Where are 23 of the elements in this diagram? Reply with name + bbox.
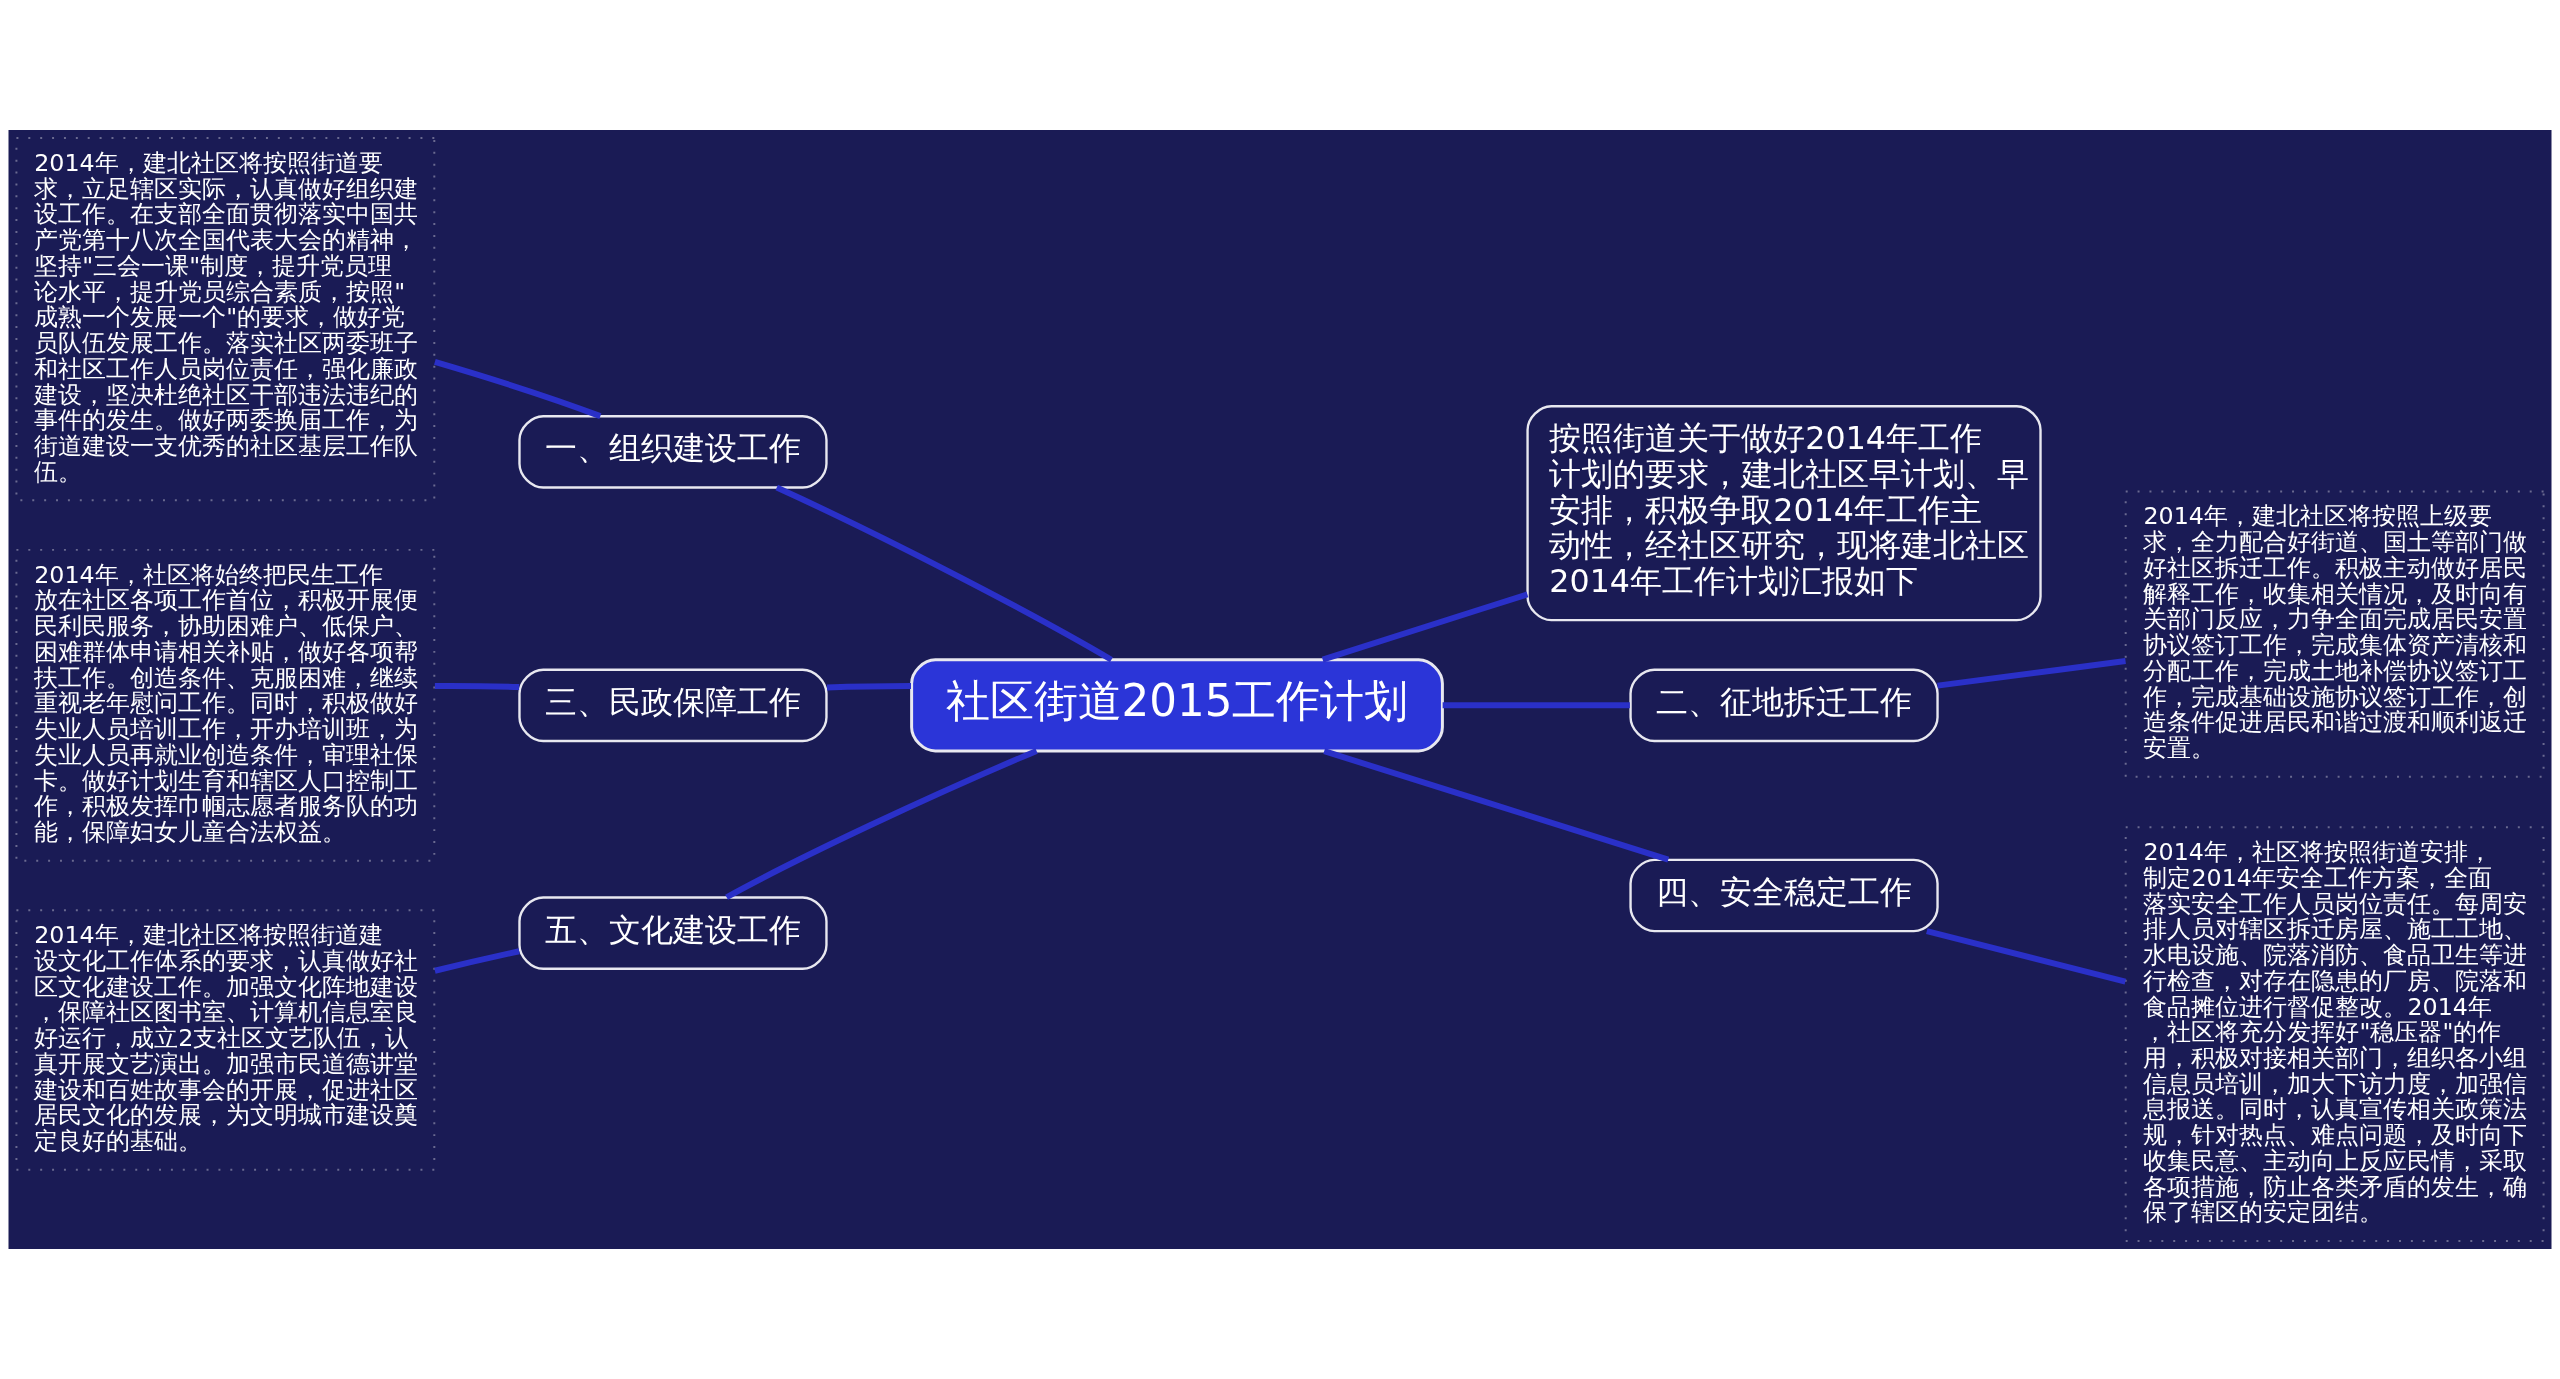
node-box: 四、安全稳定工作	[1629, 858, 1939, 933]
connector	[1323, 748, 1670, 863]
connector	[1937, 658, 2126, 689]
connector	[434, 948, 520, 974]
node-box: 2014年，建北社区将按照上级要求，全力配合好街道、国土等部门做好社区拆迁工作。积极主动做好居民解释工作，收集相关情况，及时向有关部门反应，力争全面完成居民安置协议签订工作，完成集体资产清核和分配工作，完成土地补偿协议签订工作，完成基础设施协议签订工作，创造条件促进居民和谐过渡和顺利返迁安置。	[2124, 490, 2545, 778]
node-box: 2014年，建北社区将按照街道要求，立足辖区实际，认真做好组织建设工作。在支部全面贯彻落实中国共产党第十八次全国代表大会的精神，坚持"三会一课"制度，提升党员理论水平，提升党员综合素质，按照"成熟一个发展一个"的要求，做好党员队伍发展工作。落实社区两委班子和社区工作人员岗位责任，强化廉政建设，坚决杜绝社区干部违法违纪的事件的发生。做好两委换届工作，为街道建设一支优秀的社区基层工作队伍。	[15, 136, 436, 502]
node-box: 2014年，社区将按照街道安排，制定2014年安全工作方案，全面落实安全工作人员岗位责任。每周安排人员对辖区拆迁房屋、施工工地、水电设施、院落消防、食品卫生等进行检查，对存在隐患的厂房、院落和食品摊位进行督促整改。2014年，社区将充分发挥好"稳压器"的作用，积极对接相关部门，组织各小组信息员培训，加大下访力度，加强信息报送。同时，认真宣传相关政策法规，针对热点、难点问题，及时向下收集民意、主动向上反应民情，采取各项措施，防止各类矛盾的发生，确保了辖区的安定团结。	[2124, 826, 2545, 1243]
node-box: 2014年，社区将始终把民生工作放在社区各项工作首位，积极开展便民利民服务，协助困难户、低保户、困难群体申请相关补贴，做好各项帮扶工作。创造条件、克服困难，继续重视老年慰问工作。同时，积极做好失业人员培训工作，开办培训班，为失业人员再就业创造条件，审理社保卡。做好计划生育和辖区人口控制工作，积极发挥巾帼志愿者服务队的功能，保障妇女儿童合法权益。	[15, 548, 436, 862]
connector	[725, 748, 1038, 900]
connector	[1321, 591, 1529, 663]
connector	[1926, 928, 2127, 985]
connector	[434, 359, 602, 419]
connector	[826, 683, 911, 691]
node-box: 社区街道2015工作计划	[910, 658, 1444, 753]
node-box: 三、民政保障工作	[518, 668, 828, 743]
node-box: 一、组织建设工作	[518, 415, 828, 489]
node-box: 按照街道关于做好2014年工作计划的要求，建北社区早计划、早安排，积极争取2014年工作主动性，经社区研究，现将建北社区2014年工作计划汇报如下	[1526, 405, 2042, 622]
node-box: 二、征地拆迁工作	[1629, 668, 1939, 743]
node-box: 2014年，建北社区将按照街道建设文化工作体系的要求，认真做好社区文化建设工作。加强文化阵地建设，保障社区图书室、计算机信息室良好运行，成立2支社区文艺队伍，认真开展文艺演出。加强市民道德讲堂建设和百姓故事会的开展，促进社区居民文化的发展，为文明城市建设奠定良好的基础。	[15, 909, 436, 1171]
connector	[775, 484, 1113, 663]
connector	[434, 683, 520, 690]
connector	[1442, 702, 1630, 709]
node-box: 五、文化建设工作	[518, 896, 828, 970]
